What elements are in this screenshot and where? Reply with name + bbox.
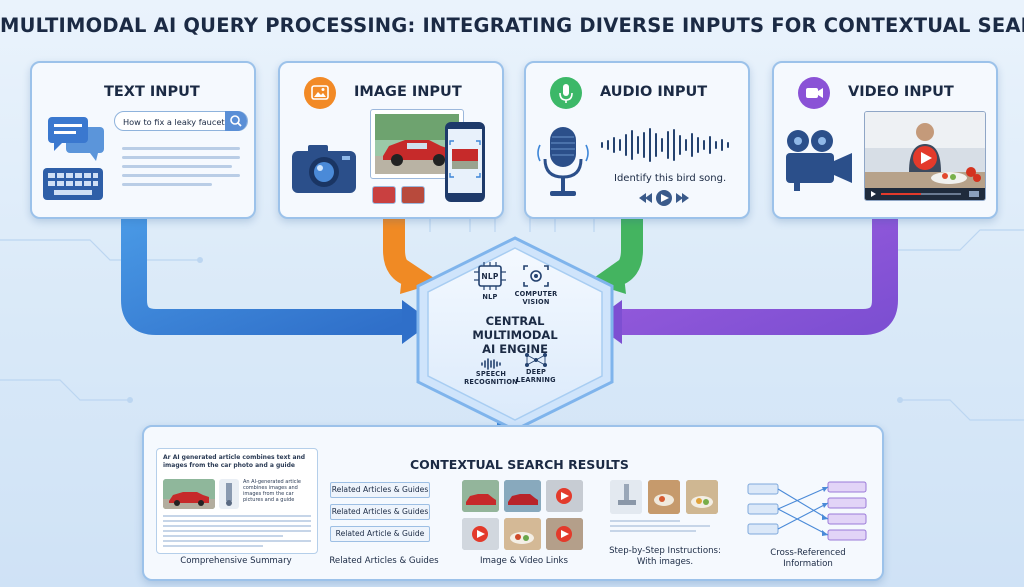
image-thumbnail-2: [401, 186, 425, 204]
keyboard-icon: [43, 168, 103, 200]
media-links-grid[interactable]: [462, 480, 586, 552]
deep-learning-label-line-2: LEARNING: [516, 376, 556, 384]
step-instructions-label: Step-by-Step Instructions: With images.: [598, 546, 732, 568]
media-thumb-car[interactable]: [462, 480, 499, 512]
audio-input-card: AUDIO INPUT Identify this bird song.: [524, 61, 750, 219]
chat-bubbles-icon: [48, 117, 104, 161]
media-thumb-video[interactable]: [546, 480, 583, 512]
step-instructions-label-line-1: Step-by-Step Instructions:: [609, 546, 721, 556]
cross-reference-diagram[interactable]: [744, 478, 870, 542]
media-thumb-food[interactable]: [504, 518, 541, 550]
rewind-icon: [639, 193, 646, 203]
speech-recognition-label: SPEECH RECOGNITION: [462, 370, 520, 386]
sound-waveform: [601, 128, 729, 162]
summary-heading: Ar AI generated article combines text an…: [163, 454, 306, 469]
step-text-lines: [610, 520, 718, 535]
smartphone-icon: [445, 122, 485, 202]
computer-vision-label: COMPUTER VISION: [510, 290, 562, 306]
engine-title-line-1: CENTRAL: [485, 314, 545, 328]
movie-camera-icon: [786, 130, 852, 191]
media-links-label: Image & Video Links: [480, 556, 568, 566]
step-instructions-card[interactable]: [606, 476, 724, 542]
deep-learning-label-line-1: DEEP: [525, 368, 547, 376]
step-image-2: [648, 480, 680, 514]
speech-recognition-label-line-1: SPEECH: [475, 370, 507, 378]
audio-playback-controls[interactable]: [634, 189, 694, 207]
nlp-label: NLP: [482, 293, 498, 301]
computer-vision-label-line-1: COMPUTER: [514, 290, 558, 298]
image-input-title: IMAGE INPUT: [354, 84, 462, 100]
deep-learning-label: DEEP LEARNING: [514, 368, 558, 384]
media-thumb-video[interactable]: [462, 518, 499, 550]
nlp-chip-text: NLP: [481, 272, 499, 281]
cross-reference-label-line-2: Information: [783, 559, 833, 569]
summary-label: Comprehensive Summary: [180, 556, 292, 566]
engine-title-line-3: AI ENGINE: [482, 342, 548, 356]
cross-reference-label: Cross-Referenced Information: [746, 548, 870, 570]
step-image-3: [686, 480, 718, 514]
video-camera-icon: [798, 77, 830, 109]
computer-vision-icon: [523, 265, 549, 287]
engine-title-line-2: MULTIMODAL: [472, 328, 558, 342]
step-instructions-label-line-2: With images.: [636, 557, 694, 567]
text-query-value: How to fix a leaky faucet?: [123, 117, 229, 127]
microphone-icon: [550, 77, 582, 109]
video-flow-arrow: [618, 212, 898, 335]
media-thumb-car[interactable]: [504, 480, 541, 512]
media-thumb-video[interactable]: [546, 518, 583, 550]
related-articles-card[interactable]: Related Articles & Guides Related Articl…: [328, 478, 438, 552]
cross-reference-label-line-1: Cross-Referenced: [770, 548, 846, 558]
speech-recognition-icon: [481, 358, 501, 370]
related-article-item[interactable]: Related Article & Guide: [330, 526, 430, 542]
image-thumbnail-1: [372, 186, 396, 204]
page-title: MULTIMODAL AI QUERY PROCESSING: INTEGRAT…: [0, 14, 1024, 37]
nlp-chip-icon: [474, 262, 506, 290]
speech-recognition-label-line-2: RECOGNITION: [464, 378, 518, 386]
text-input-title: TEXT INPUT: [104, 84, 200, 100]
camera-icon: [292, 145, 356, 193]
related-article-item[interactable]: Related Articles & Guides: [330, 482, 430, 498]
computer-vision-label-line-2: VISION: [522, 298, 550, 306]
audio-input-title: AUDIO INPUT: [600, 84, 708, 100]
text-placeholder-lines: [122, 147, 240, 192]
video-input-title: VIDEO INPUT: [848, 84, 954, 100]
summary-car-image: [163, 479, 215, 509]
studio-microphone-icon: [537, 127, 589, 196]
summary-diagram-image: [219, 479, 239, 509]
results-title: CONTEXTUAL SEARCH RESULTS: [410, 457, 629, 472]
image-input-card: IMAGE INPUT: [278, 61, 504, 219]
related-articles-label: Related Articles & Guides: [329, 556, 439, 566]
text-query-field[interactable]: How to fix a leaky faucet?: [114, 111, 248, 131]
image-icon: [304, 77, 336, 109]
audio-caption: Identify this bird song.: [614, 173, 727, 184]
central-engine-hexagon: [416, 236, 614, 432]
summary-text-lines: [163, 515, 311, 550]
text-input-card: TEXT INPUT How to fix a leaky faucet?: [30, 61, 256, 219]
summary-result-card[interactable]: Ar AI generated article combines text an…: [156, 448, 318, 554]
related-article-item[interactable]: Related Articles & Guides: [330, 504, 430, 520]
step-image-1: [610, 480, 642, 514]
deep-learning-icon: [525, 353, 547, 367]
summary-side-text: An AI-generated article combines images …: [243, 479, 301, 503]
text-flow-arrow: [121, 212, 408, 335]
video-input-card: VIDEO INPUT: [772, 61, 998, 219]
search-icon[interactable]: [225, 111, 247, 131]
engine-title: CENTRAL MULTIMODAL AI ENGINE: [452, 314, 578, 356]
fast-forward-icon: [676, 193, 683, 203]
video-frame: [864, 111, 986, 201]
